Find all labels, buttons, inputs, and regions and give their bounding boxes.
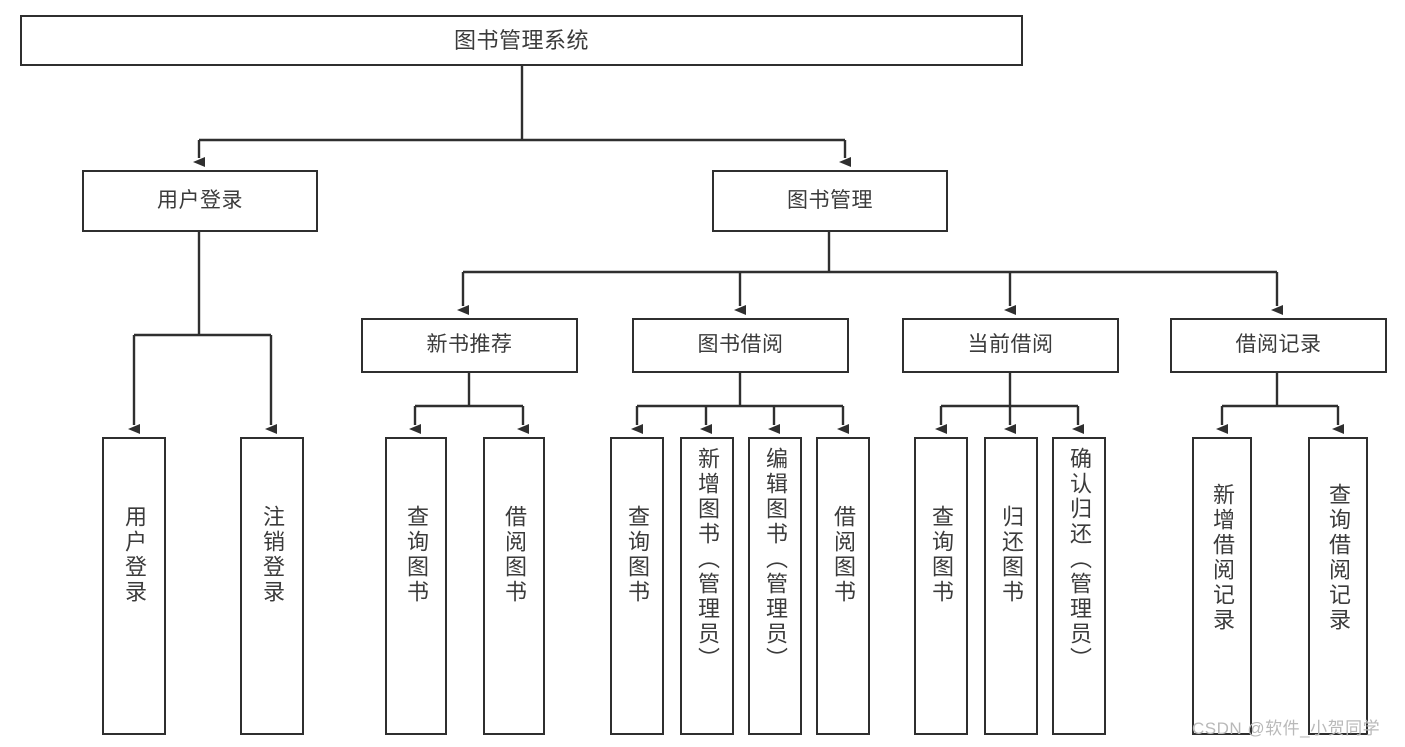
node-leaf-borrow-book-recommend[interactable]: 借阅图书 — [483, 437, 545, 735]
node-label: 确认归还（管理员） — [1067, 447, 1092, 672]
node-label: 注销登录 — [260, 505, 285, 605]
node-new-book-recommend[interactable]: 新书推荐 — [361, 318, 578, 373]
node-root-book-management-system[interactable]: 图书管理系统 — [20, 15, 1023, 66]
node-label: 查询图书 — [929, 505, 954, 605]
node-label: 编辑图书（管理员） — [763, 447, 788, 672]
node-label: 新增图书（管理员） — [695, 447, 720, 672]
node-label: 图书管理 — [787, 188, 873, 212]
node-leaf-query-book-recommend[interactable]: 查询图书 — [385, 437, 447, 735]
node-book-borrow[interactable]: 图书借阅 — [632, 318, 849, 373]
node-label: 用户登录 — [157, 188, 243, 212]
node-current-borrow[interactable]: 当前借阅 — [902, 318, 1119, 373]
csdn-watermark: CSDN @软件_小贺同学 — [1192, 719, 1381, 738]
node-label: 新增借阅记录 — [1210, 483, 1235, 633]
node-leaf-query-book-current[interactable]: 查询图书 — [914, 437, 968, 735]
node-leaf-user-logout[interactable]: 注销登录 — [240, 437, 304, 735]
node-leaf-edit-book[interactable]: 编辑图书（管理员） — [748, 437, 802, 735]
node-leaf-return-book[interactable]: 归还图书 — [984, 437, 1038, 735]
node-leaf-query-book-borrow[interactable]: 查询图书 — [610, 437, 664, 735]
node-label: 用户登录 — [122, 505, 147, 605]
node-label: 图书借阅 — [697, 333, 784, 357]
node-leaf-user-login[interactable]: 用户登录 — [102, 437, 166, 735]
node-borrow-record[interactable]: 借阅记录 — [1170, 318, 1387, 373]
node-label: 查询图书 — [625, 505, 650, 605]
node-label: 归还图书 — [999, 505, 1024, 605]
node-leaf-add-book[interactable]: 新增图书（管理员） — [680, 437, 734, 735]
node-label: 当前借阅 — [967, 333, 1054, 357]
node-leaf-confirm-return[interactable]: 确认归还（管理员） — [1052, 437, 1106, 735]
node-label: 借阅记录 — [1235, 333, 1322, 357]
node-label: 查询借阅记录 — [1326, 483, 1351, 633]
node-label: 新书推荐 — [426, 333, 513, 357]
node-leaf-add-borrow-record[interactable]: 新增借阅记录 — [1192, 437, 1252, 735]
node-user-login[interactable]: 用户登录 — [82, 170, 318, 232]
node-label: 查询图书 — [404, 505, 429, 605]
node-label: 借阅图书 — [831, 505, 856, 605]
node-label: 借阅图书 — [502, 505, 527, 605]
node-leaf-borrow-book[interactable]: 借阅图书 — [816, 437, 870, 735]
node-book-manage[interactable]: 图书管理 — [712, 170, 948, 232]
node-label: 图书管理系统 — [453, 27, 589, 53]
node-leaf-query-borrow-record[interactable]: 查询借阅记录 — [1308, 437, 1368, 735]
